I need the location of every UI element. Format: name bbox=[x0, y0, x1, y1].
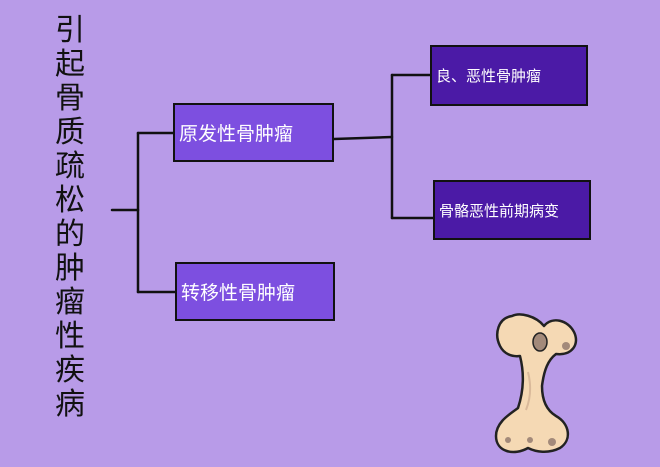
diagram-title: 引起骨质疏松的肿瘤性疾病 bbox=[55, 13, 85, 422]
node-precancerous-bone-lesion: 骨骼恶性前期病变 bbox=[433, 180, 591, 240]
node-primary-bone-tumor: 原发性骨肿瘤 bbox=[173, 103, 334, 162]
node-label: 骨骼恶性前期病变 bbox=[439, 201, 560, 220]
node-label: 转移性骨肿瘤 bbox=[181, 282, 296, 304]
node-label: 原发性骨肿瘤 bbox=[179, 123, 294, 145]
node-benign-malignant-bone-tumor: 良、恶性骨肿瘤 bbox=[430, 45, 588, 106]
node-metastatic-bone-tumor: 转移性骨肿瘤 bbox=[175, 262, 335, 321]
node-label: 良、恶性骨肿瘤 bbox=[436, 67, 542, 85]
connector-primary-right bbox=[332, 135, 394, 141]
bone-icon bbox=[494, 313, 578, 454]
